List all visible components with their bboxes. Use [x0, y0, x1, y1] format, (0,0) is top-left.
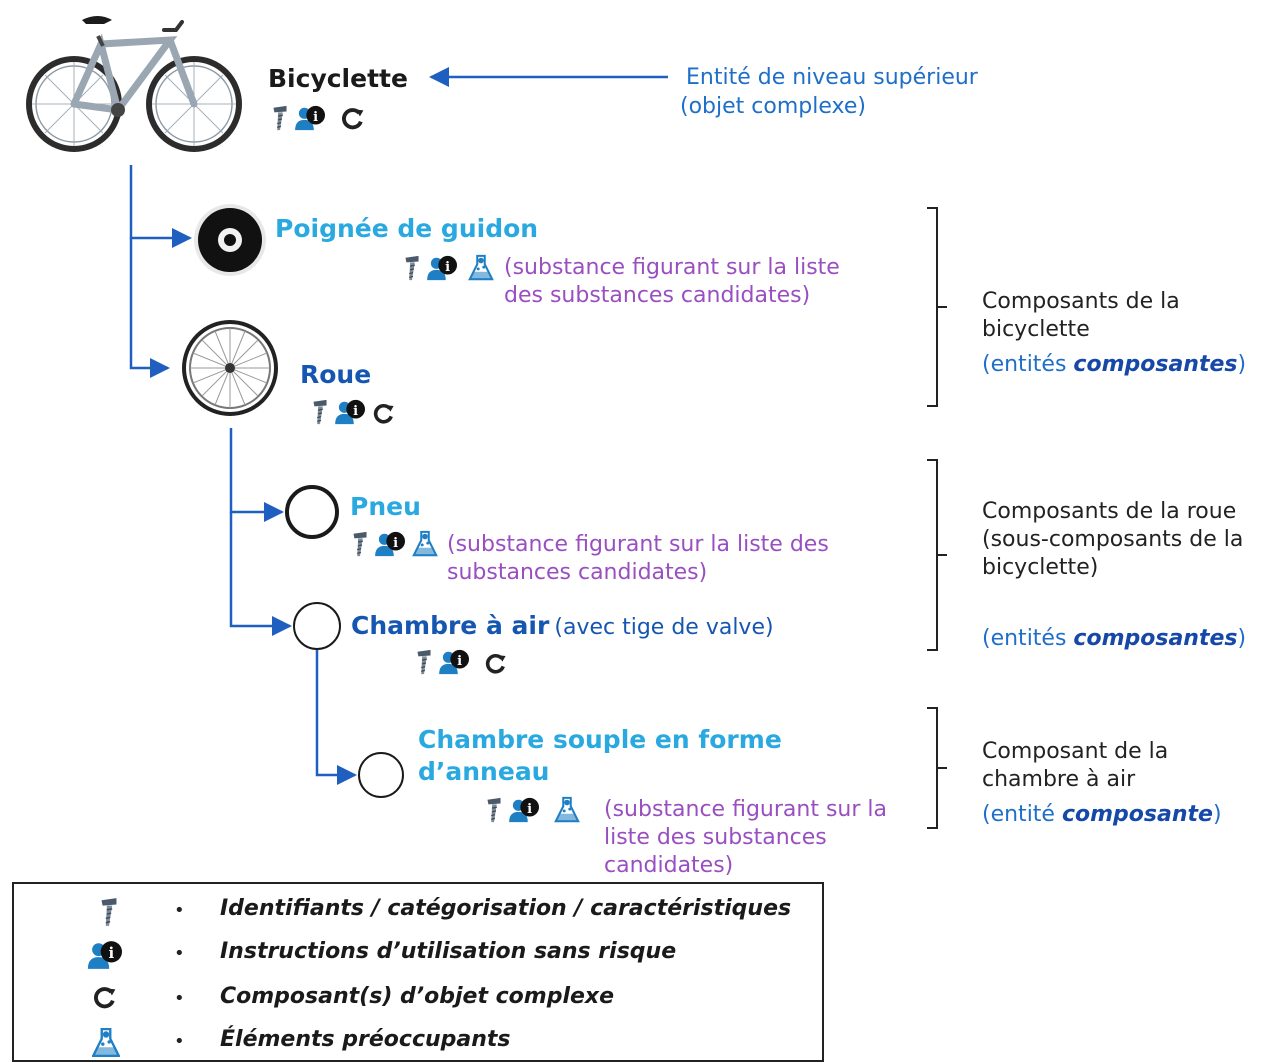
user-info-icon — [509, 796, 541, 824]
grip-icons — [402, 254, 494, 284]
wheel-image — [182, 320, 278, 416]
tube-image — [293, 602, 341, 650]
tyre-image — [285, 485, 339, 539]
legend-bullet: • — [174, 1031, 185, 1052]
group-bicycle-label: Composants de la bicyclette — [982, 289, 1180, 342]
bracket-wheel-components — [927, 459, 947, 651]
legend-box: • Identifiants / catégorisation / caract… — [12, 882, 824, 1062]
group-brackets — [927, 207, 947, 829]
ring-title-line1: Chambre souple en forme — [418, 725, 782, 754]
flask-icon — [554, 796, 580, 824]
connector-wheel-to-tyre — [229, 428, 284, 522]
screw-icon — [98, 896, 120, 928]
legend-bullet: • — [174, 943, 185, 964]
tyre-note: (substance figurant sur la liste des sub… — [447, 532, 829, 585]
connector-lines — [129, 67, 668, 785]
tube-title-wrap: Chambre à air (avec tige de valve) — [351, 611, 774, 642]
screw-icon — [310, 398, 330, 426]
flask-icon — [468, 254, 494, 282]
bicycle-image — [26, 16, 242, 152]
component-icon — [484, 652, 508, 676]
user-info-icon — [295, 104, 327, 132]
ring-title-line2: d’anneau — [418, 757, 550, 786]
user-info-icon — [375, 530, 407, 558]
connector-tube-to-ring — [315, 650, 357, 785]
legend-row: • Éléments préoccupants — [14, 1023, 822, 1063]
legend-label: Éléments préoccupants — [220, 1027, 511, 1052]
component-icon — [340, 106, 366, 132]
legend-label: Composant(s) d’objet complexe — [220, 984, 615, 1009]
bracket-bicycle-components — [927, 207, 947, 407]
user-info-icon — [86, 939, 126, 971]
legend-bullet: • — [174, 900, 185, 921]
legend-row: • Identifiants / catégorisation / caract… — [14, 892, 822, 932]
tyre-icons — [350, 530, 438, 560]
component-icon — [92, 984, 118, 1012]
group-wheel-label: Composants de la roue (sous-composants d… — [982, 499, 1244, 580]
screw-icon — [414, 648, 434, 676]
user-info-icon — [427, 254, 459, 282]
user-info-icon — [439, 648, 471, 676]
bicycle-icons — [270, 104, 366, 134]
user-info-icon — [335, 398, 367, 426]
ring-icons — [484, 796, 580, 826]
grip-title: Poignée de guidon — [275, 214, 539, 243]
top-annotation-line2: (objet complexe) — [680, 94, 866, 119]
group-wheel-sub: (entités composantes) — [982, 626, 1247, 651]
connector-bicycle-to-grip — [129, 165, 192, 248]
bracket-tube-components — [927, 707, 947, 829]
bicycle-title: Bicyclette — [268, 64, 408, 93]
flask-icon — [92, 1027, 120, 1059]
group-tube-sub: (entité composante) — [982, 802, 1222, 827]
ring-note: (substance figurant sur la liste des sub… — [604, 797, 887, 878]
legend-row: • Instructions d’utilisation sans risque — [14, 935, 822, 975]
wheel-title: Roue — [300, 360, 372, 389]
legend-label: Identifiants / catégorisation / caractér… — [220, 896, 792, 921]
ring-image — [358, 752, 404, 798]
grip-note: (substance figurant sur la liste des sub… — [504, 255, 840, 308]
connector-wheel-to-tube — [229, 512, 292, 636]
component-icon — [372, 402, 396, 426]
legend-bullet: • — [174, 988, 185, 1009]
legend-row: • Composant(s) d’objet complexe — [14, 980, 822, 1020]
screw-icon — [270, 104, 290, 132]
legend-label: Instructions d’utilisation sans risque — [220, 939, 677, 964]
flask-icon — [412, 530, 438, 558]
connector-bicycle-to-wheel — [129, 238, 170, 378]
tyre-title: Pneu — [350, 492, 421, 521]
group-tube-label: Composant de la chambre à air — [982, 739, 1169, 792]
tube-icons — [414, 648, 508, 678]
wheel-icons — [310, 398, 396, 428]
screw-icon — [484, 796, 504, 824]
screw-icon — [402, 254, 422, 282]
top-annotation-line1: Entité de niveau supérieur — [686, 65, 978, 90]
group-bicycle-sub: (entités composantes) — [982, 352, 1247, 377]
tube-title-suffix: (avec tige de valve) — [554, 615, 774, 640]
screw-icon — [350, 530, 370, 558]
tube-title: Chambre à air — [351, 611, 550, 640]
grip-image — [194, 204, 266, 276]
